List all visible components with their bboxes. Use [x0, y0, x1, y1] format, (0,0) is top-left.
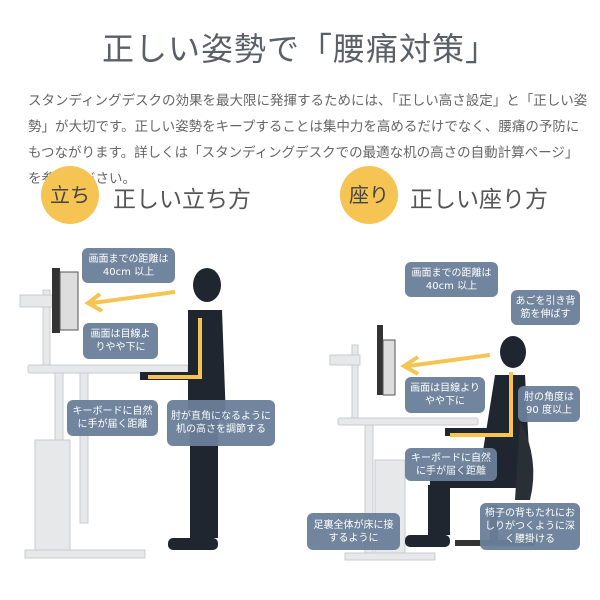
standing-note-keyboard: キーボードに自然に手が届く距離 [67, 400, 158, 436]
sitting-note-chin: あごを引き背筋を伸ばす [511, 290, 580, 325]
standing-note-distance: 画面までの距離は40cm 以上 [82, 248, 175, 283]
standing-note-elbow: 肘が直角になるように机の高さを調節する [167, 400, 275, 446]
sitting-heading: 正しい座り方 [410, 187, 548, 213]
sitting-note-screen-height: 画面は目線よりやや下に [405, 377, 485, 413]
sitting-note-keyboard: キーボードに自然に手が届く距離 [405, 448, 497, 481]
standing-badge: 立ち [41, 166, 99, 224]
sitting-person [405, 336, 535, 547]
page-title: 正しい姿勢で「腰痛対策」 [101, 30, 498, 68]
standing-guides [84, 290, 202, 379]
sitting-note-distance: 画面までの距離は40cm 以上 [405, 262, 498, 297]
sitting-guides [400, 353, 513, 437]
intro-text: スタンディングデスクの効果を最大限に発揮するためには、「正しい高さ設定」と「正し… [28, 93, 588, 187]
sitting-monitor [377, 325, 396, 396]
standing-heading: 正しい立ち方 [113, 187, 251, 213]
standing-desk [19, 289, 189, 559]
standing-note-screen-height: 画面は目線よりやや下に [83, 323, 158, 359]
sitting-badge: 座り [340, 166, 398, 224]
standing-monitor [52, 268, 79, 333]
sitting-note-chair: 椅子の背もたれにおしりがつくように深く腰掛ける [480, 503, 580, 550]
sitting-note-feet: 足裏全体が床に接するように [307, 513, 400, 550]
sitting-note-elbow: 肘の角度は90 度以上 [518, 386, 580, 422]
